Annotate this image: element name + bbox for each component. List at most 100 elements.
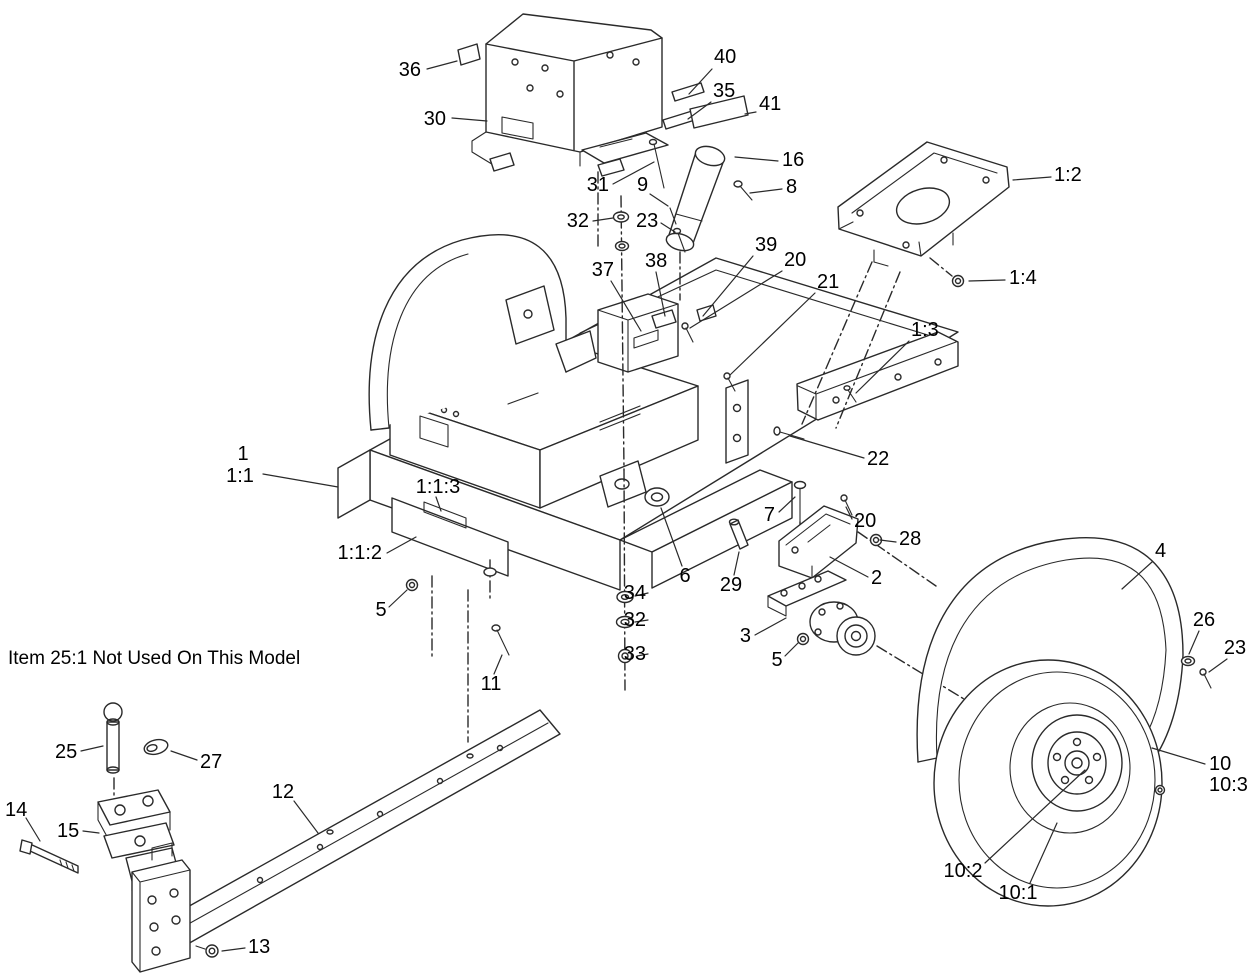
leader-line-1:1-21 — [262, 473, 339, 488]
leader-line-37-16 — [610, 280, 642, 332]
part-30-control-box — [471, 13, 669, 177]
leader-line-6-25 — [660, 507, 683, 567]
part-2-caster-bracket — [778, 505, 859, 579]
leader-line-1:4-15 — [968, 279, 1006, 282]
leader-line-12-44 — [293, 800, 319, 834]
callout-label-12-44: 12 — [272, 781, 294, 803]
callout-label-1:3-18: 1:3 — [911, 319, 939, 341]
callout-label-1-20: 1 — [237, 443, 248, 465]
callout-label-11-43: 11 — [481, 673, 502, 695]
leader-line-38-17 — [655, 271, 666, 317]
hardware-right-7-29-20-28 — [728, 480, 883, 550]
hardware-left-5-11 — [405, 567, 510, 656]
callout-label-6-25: 6 — [679, 565, 690, 587]
callout-label-2-33: 2 — [871, 567, 882, 589]
callout-label-14-46: 14 — [5, 799, 27, 821]
callout-label-4-36: 4 — [1155, 540, 1166, 562]
callout-label-5-24: 5 — [375, 599, 386, 621]
leader-line-34-26 — [634, 592, 649, 597]
callout-label-9-8: 9 — [637, 174, 648, 196]
note-text: Item 25:1 Not Used On This Model — [8, 648, 301, 669]
callout-label-31-7: 31 — [587, 174, 609, 196]
callout-label-25-48: 25 — [55, 741, 77, 763]
leader-line-5-24 — [388, 589, 408, 608]
callout-label-10:2-41: 10:2 — [944, 860, 983, 882]
part-1-main-frame — [337, 234, 959, 591]
leader-line-23-10 — [660, 222, 676, 233]
callout-label-21-13: 21 — [817, 271, 839, 293]
leader-line-1:1:3-22 — [435, 496, 442, 512]
leader-line-11-43 — [493, 654, 503, 675]
leader-line-10:2-41 — [984, 769, 1086, 864]
callout-label-33-28: 33 — [624, 643, 646, 665]
callout-label-3-34: 3 — [740, 625, 751, 647]
leader-lines — [25, 60, 1228, 952]
callout-label-29-29: 29 — [720, 574, 742, 596]
leader-line-14-46 — [25, 817, 41, 842]
leader-line-32-9 — [592, 217, 614, 222]
leader-line-4-36 — [1121, 561, 1153, 590]
hardware-column-34-32-33 — [615, 590, 635, 664]
leader-line-21-13 — [729, 292, 816, 376]
callout-label-26-37: 26 — [1193, 609, 1215, 631]
callout-label-34-26: 34 — [624, 582, 646, 604]
leader-line-10:1-42 — [1029, 822, 1058, 884]
leader-line-9-8 — [649, 193, 669, 207]
leader-line-1:1:2-23 — [386, 536, 417, 554]
callout-label-16-5: 16 — [782, 149, 804, 171]
leader-line-25-48 — [80, 745, 104, 752]
part-3-wheel-hub — [767, 570, 876, 656]
callout-label-32-27: 32 — [624, 609, 646, 631]
callout-label-10:3-40: 10:3 — [1209, 774, 1248, 796]
callout-label-15-47: 15 — [57, 820, 79, 842]
callout-label-1:1:3-22: 1:1:3 — [416, 476, 460, 498]
part-12-tongue-bar — [149, 709, 561, 955]
leader-line-3-34 — [754, 617, 787, 636]
callout-label-23-38: 23 — [1224, 637, 1246, 659]
leader-line-15-47 — [82, 830, 100, 834]
callout-label-20-31: 20 — [854, 510, 876, 532]
callout-label-7-30: 7 — [764, 504, 775, 526]
callout-label-13-45: 13 — [248, 936, 270, 958]
part-10-wheel-tire — [933, 655, 1212, 907]
leader-line-20-12 — [689, 270, 783, 329]
leader-line-29-29 — [733, 551, 740, 576]
leader-line-31-7 — [612, 161, 655, 185]
leader-line-16-5 — [734, 156, 779, 162]
callout-label-38-17: 38 — [645, 250, 667, 272]
part-16-exhaust-tube-assembly — [612, 138, 753, 253]
leader-line-40-2 — [688, 68, 713, 95]
callout-label-22-19: 22 — [867, 448, 889, 470]
leader-line-28-32 — [879, 539, 897, 543]
callout-label-5-35: 5 — [771, 649, 782, 671]
callout-label-10-39: 10 — [1209, 753, 1231, 775]
leader-line-33-28 — [636, 653, 649, 657]
callout-label-10:1-42: 10:1 — [999, 882, 1038, 904]
callout-label-1:4-15: 1:4 — [1009, 267, 1037, 289]
callout-label-32-9: 32 — [567, 210, 589, 232]
callout-label-8-6: 8 — [786, 176, 797, 198]
leader-line-27-49 — [170, 750, 198, 761]
leader-line-39-11 — [702, 255, 754, 317]
part-1-2-mount-plate — [837, 141, 1010, 288]
leader-line-36-0 — [426, 60, 458, 70]
leader-line-1:2-14 — [1012, 176, 1052, 181]
callout-label-28-32: 28 — [899, 528, 921, 550]
leader-line-41-4 — [744, 111, 757, 115]
leader-line-30-1 — [451, 117, 488, 122]
leader-line-23-38 — [1208, 658, 1228, 673]
hitch-assembly — [19, 702, 219, 973]
callout-label-41-4: 41 — [759, 93, 781, 115]
callout-label-30-1: 30 — [424, 108, 446, 130]
parts-40-35-41-decal-plates — [662, 82, 749, 130]
leader-line-22-19 — [789, 435, 865, 459]
leader-line-35-3 — [687, 101, 712, 120]
leader-line-8-6 — [749, 188, 783, 194]
leader-line-1:3-18 — [855, 340, 910, 394]
callout-label-20-12: 20 — [784, 249, 806, 271]
callout-label-36-0: 36 — [399, 59, 421, 81]
callout-label-27-49: 27 — [200, 751, 222, 773]
